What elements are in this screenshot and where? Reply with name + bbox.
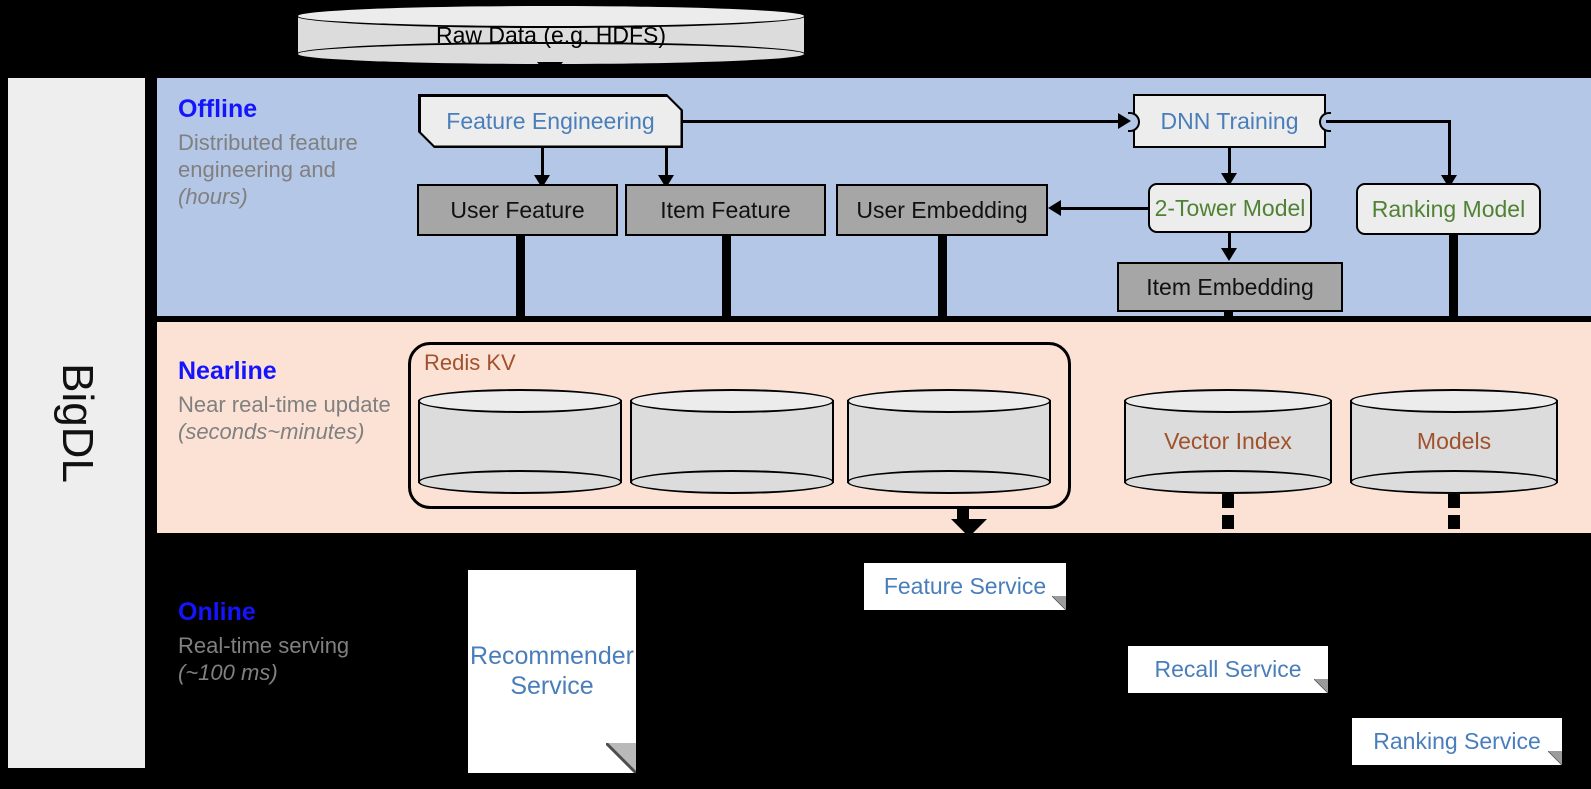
feature-engineering-node[interactable]: Feature Engineering [418, 94, 683, 148]
page-fold-icon [606, 743, 636, 773]
nearline-description-text: Near real-time update [178, 392, 391, 417]
ranking-model-node[interactable]: Ranking Model [1356, 183, 1541, 235]
dash-vectorindex-1 [1222, 494, 1234, 508]
offline-description-text: Distributed feature engineering and [178, 130, 358, 182]
models-cylinder[interactable]: Models [1350, 389, 1558, 494]
cylinder-bottom [630, 470, 834, 494]
dash-models-2 [1448, 515, 1460, 529]
cylinder-bottom [1350, 470, 1558, 494]
page-fold-icon [1548, 751, 1562, 765]
nearline-text-block: Nearline Near real-time update (seconds~… [178, 357, 403, 446]
dash-models-1 [1448, 494, 1460, 508]
cylinder-top [630, 389, 834, 413]
online-title: Online [178, 598, 256, 626]
vector-index-label: Vector Index [1164, 428, 1292, 454]
nearline-title: Nearline [178, 357, 277, 385]
offline-description: Distributed feature engineering and (hou… [178, 130, 388, 210]
arrow-twotower-to-itemembedding-line [1228, 233, 1231, 255]
dnn-training-label: DNN Training [1160, 107, 1299, 134]
pipe-userembedding-to-store3 [938, 236, 947, 381]
page-fold-icon [1052, 596, 1066, 610]
pipe-rankingmodel-to-models [1449, 235, 1458, 387]
arrow-twotower-to-userembedding-line [1055, 207, 1148, 210]
pipe-itemfeature-to-store2 [722, 236, 731, 381]
arrow-dnn-to-twotower-head [1221, 173, 1237, 186]
online-description: Real-time serving (~100 ms) [178, 633, 393, 687]
item-feature-label: Item Feature [660, 196, 791, 223]
item-embedding-label: Item Embedding [1146, 273, 1314, 300]
recommender-service-label: Recommender Service [470, 642, 634, 700]
ranking-service-node[interactable]: Ranking Service [1352, 718, 1562, 765]
arrow-dnn-to-twotower-line [1228, 148, 1231, 180]
kv-store-cylinder-3[interactable] [847, 389, 1051, 494]
two-tower-model-node[interactable]: 2-Tower Model [1148, 183, 1312, 233]
arrow-fe-to-dnn-head [1118, 113, 1131, 129]
user-embedding-label: User Embedding [856, 196, 1028, 223]
nearline-description-italic: (seconds~minutes) [178, 418, 365, 444]
cylinder-bottom [847, 470, 1051, 494]
cylinder-top [1350, 389, 1558, 413]
kv-store-cylinder-2[interactable] [630, 389, 834, 494]
cylinder-top [418, 389, 622, 413]
dnn-training-node[interactable]: DNN Training [1133, 94, 1326, 148]
nearline-description: Near real-time update (seconds~minutes) [178, 392, 403, 446]
item-feature-node[interactable]: Item Feature [625, 184, 826, 236]
user-feature-label: User Feature [450, 196, 585, 223]
two-tower-model-label: 2-Tower Model [1154, 194, 1306, 221]
arrow-redis-to-featureservice-head [951, 519, 987, 537]
vector-index-cylinder[interactable]: Vector Index [1124, 389, 1332, 494]
online-description-text: Real-time serving [178, 633, 350, 658]
models-label: Models [1416, 428, 1492, 454]
raw-data-cylinder: Raw Data (e.g. HDFS) [296, 4, 806, 66]
ranking-service-label: Ranking Service [1373, 728, 1541, 754]
feature-engineering-label: Feature Engineering [446, 107, 655, 134]
recommender-service-node[interactable]: Recommender Service [468, 570, 636, 773]
kv-store-3-label [847, 389, 1051, 494]
bigdl-framework-rail: BigDL [8, 78, 145, 768]
cylinder-top [847, 389, 1051, 413]
cylinder-top [1124, 389, 1332, 413]
arrow-fe-to-itemfeature-line [665, 148, 668, 178]
online-description-italic: (~100 ms) [178, 659, 278, 685]
cylinder-bottom [418, 470, 622, 494]
recall-service-node[interactable]: Recall Service [1128, 646, 1328, 693]
arrow-fe-to-dnn-line [683, 120, 1120, 123]
user-feature-node[interactable]: User Feature [417, 184, 618, 236]
page-fold-icon [1314, 679, 1328, 693]
cylinder-bottom [1124, 470, 1332, 494]
cylinder-top [296, 4, 806, 28]
offline-title: Offline [178, 95, 258, 123]
arrow-twotower-to-itemembedding-head [1221, 248, 1237, 261]
arrow-dnn-to-ranking-h [1326, 120, 1450, 123]
kv-store-cylinder-1[interactable] [418, 389, 622, 494]
dnn-bracket-left [1128, 112, 1140, 132]
arrow-dnn-to-ranking-v [1448, 120, 1451, 182]
feature-engineering-fill [421, 97, 681, 146]
arrow-fe-to-userfeature-line [541, 148, 544, 178]
redis-kv-label: Redis KV [424, 350, 516, 375]
online-text-block: Online Real-time serving (~100 ms) [178, 598, 393, 687]
recall-service-label: Recall Service [1154, 656, 1302, 682]
kv-store-2-label [630, 389, 834, 494]
offline-description-italic: (hours) [178, 183, 248, 209]
feature-service-node[interactable]: Feature Service [864, 563, 1066, 610]
offline-text-block: Offline Distributed feature engineering … [178, 95, 388, 210]
pipe-userfeature-to-store1 [516, 236, 525, 393]
user-embedding-node[interactable]: User Embedding [836, 184, 1048, 236]
item-embedding-node[interactable]: Item Embedding [1117, 262, 1343, 312]
ranking-model-label: Ranking Model [1371, 195, 1526, 222]
dnn-bracket-right [1319, 112, 1331, 132]
redis-kv-container [408, 342, 1071, 509]
kv-store-1-label [418, 389, 622, 494]
bigdl-label: BigDL [52, 363, 102, 483]
arrow-rawdata-to-fe-head [537, 62, 563, 79]
feature-service-label: Feature Service [883, 573, 1047, 599]
dash-vectorindex-2 [1222, 515, 1234, 529]
arrow-twotower-to-userembedding-head [1048, 200, 1061, 216]
raw-data-label: Raw Data (e.g. HDFS) [435, 21, 667, 48]
